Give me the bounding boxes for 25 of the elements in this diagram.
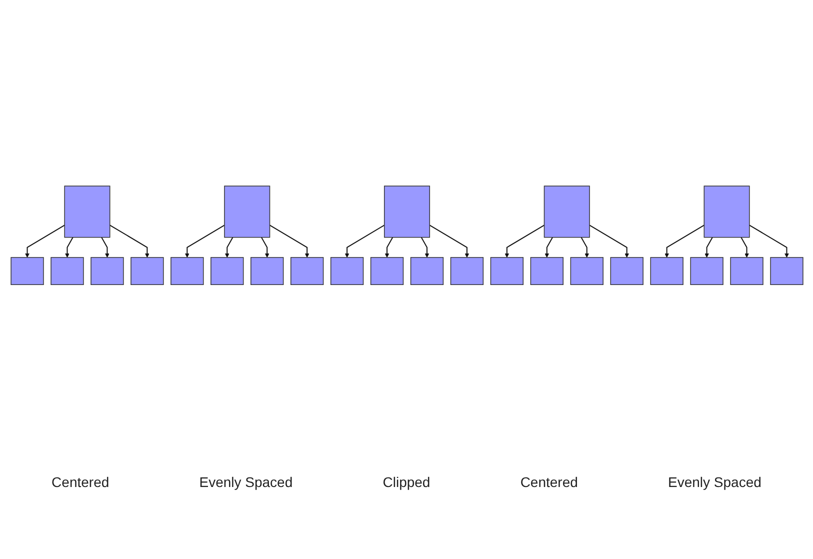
arrow — [580, 236, 589, 258]
arrow — [344, 224, 384, 258]
arrow — [748, 224, 788, 258]
arrow — [184, 224, 224, 258]
arrow — [100, 236, 109, 258]
caption: Evenly Spaced — [668, 474, 762, 490]
arrow — [664, 224, 704, 258]
arrow — [64, 236, 73, 258]
arrow — [24, 224, 64, 258]
arrow — [428, 224, 469, 258]
arrow — [704, 236, 712, 258]
arrow — [260, 236, 269, 258]
arrow — [420, 236, 429, 258]
arrow — [269, 224, 309, 258]
arrow — [544, 236, 552, 258]
arrow — [109, 224, 149, 258]
arrow — [224, 236, 233, 258]
caption: Clipped — [382, 474, 430, 490]
caption: Centered — [520, 474, 578, 490]
arrow — [504, 224, 544, 258]
arrow — [384, 236, 393, 258]
caption: Centered — [52, 474, 110, 490]
caption: Evenly Spaced — [199, 474, 293, 490]
arrow — [588, 224, 629, 258]
arrow — [740, 236, 748, 258]
